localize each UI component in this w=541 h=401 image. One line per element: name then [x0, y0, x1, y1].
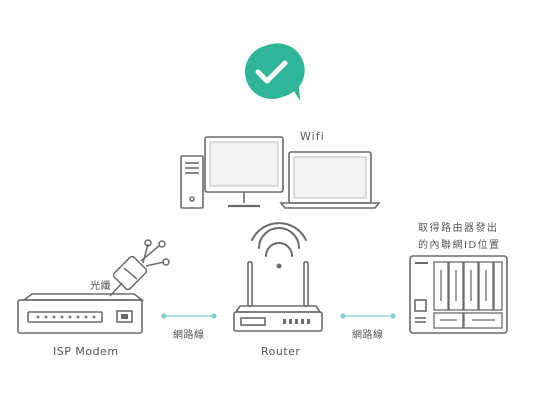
check-bubble-icon [245, 43, 305, 101]
isp-modem-label: ISP Modem [53, 345, 119, 358]
nas-note-line2: 的內聯網ID位置 [418, 240, 501, 251]
isp-modem-icon [17, 293, 145, 334]
cable-link-2 [340, 313, 396, 319]
fiber-label: 光纖 [90, 281, 111, 292]
wifi-label: Wifi [300, 130, 325, 143]
router-label: Router [261, 345, 301, 358]
cable-label-2: 網路線 [352, 330, 384, 341]
laptop-icon [279, 151, 381, 209]
cable-label-1: 網路線 [173, 330, 205, 341]
monitor-icon [204, 136, 284, 208]
router-icon [233, 261, 323, 332]
fiber-connector-icon [109, 239, 170, 297]
nas-device-icon [409, 255, 508, 334]
desktop-tower-icon [180, 155, 204, 209]
wifi-signal-icon [251, 222, 307, 269]
nas-note-line1: 取得路由器發出 [418, 223, 499, 234]
cable-link-1 [161, 313, 217, 319]
